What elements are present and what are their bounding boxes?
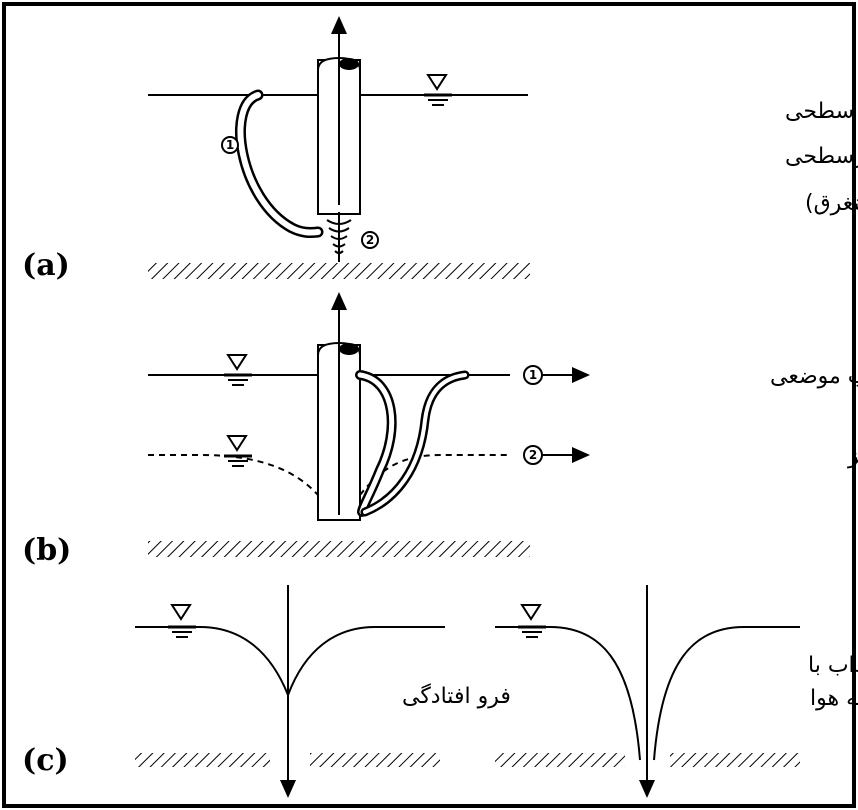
columnar-vortex-label: گردابستونی‌یامتمرکز [847, 443, 858, 469]
ground-hatch-b [148, 541, 530, 557]
water-level-symbol-c-left [168, 604, 196, 638]
water-level-symbol-c-right [518, 604, 546, 638]
water-level-symbol-2 [224, 435, 252, 467]
air-core-caption-line2: هسته هوا [810, 686, 858, 711]
ground-hatch-c-left-2 [310, 753, 440, 767]
panel-a-label: (a) [22, 248, 70, 283]
panel-c: فرو افتادگی گرداب با هسته هوا (c) [22, 585, 858, 798]
water-level-symbol [424, 74, 452, 106]
local-vortex-label: گرداب موضعی [770, 363, 858, 389]
depression-caption: فرو افتادگی [402, 683, 511, 709]
panel-c-label: (c) [22, 743, 69, 778]
air-core-caption-line1: گرداب با [808, 652, 858, 678]
ground-hatch-c-right-2 [670, 753, 800, 767]
marker-b2: 2 [523, 445, 590, 465]
marker-2-text: 2 [366, 233, 374, 247]
subsurface-vortex [326, 212, 352, 262]
panel-b-label: (b) [22, 533, 71, 568]
legend-submerged-note: (گرداب زیرآب یا مستغرق) [805, 189, 858, 216]
dashed-surface-right [359, 454, 510, 496]
water-level-symbol-1 [224, 354, 252, 386]
marker-b1-text: 1 [529, 368, 537, 382]
local-vortex-outer-outline [360, 370, 470, 517]
surface-vortex-outline [235, 89, 324, 238]
local-vortex-outer-core [363, 373, 467, 514]
marker-1: 1 [221, 136, 239, 154]
air-core-surface-left [495, 626, 641, 761]
panel-b: 1 2 گرداب موضعی گردابستونی‌یامتمرکز (b) [22, 292, 858, 568]
ground-hatch-c-right-1 [495, 753, 625, 767]
panel-a: 1 2 ا) گرداب سطحی ۲) گرداب زیرسطحی (گردا… [22, 16, 858, 283]
marker-b1: 1 [523, 365, 590, 385]
local-vortex-core [357, 372, 395, 515]
marker-2: 2 [361, 231, 379, 249]
surface-vortex-core [237, 92, 321, 236]
marker-1-text: 1 [226, 138, 234, 152]
marker-b2-text: 2 [529, 448, 537, 462]
legend-subsurface-vortex: ۲) گرداب زیرسطحی [785, 143, 858, 169]
legend-surface-vortex: ا) گرداب سطحی [785, 98, 858, 124]
dashed-surface-left [148, 454, 319, 496]
ground-hatch-c-left-1 [135, 753, 270, 767]
ground-hatch [148, 263, 530, 279]
air-core-surface-right [653, 626, 800, 761]
